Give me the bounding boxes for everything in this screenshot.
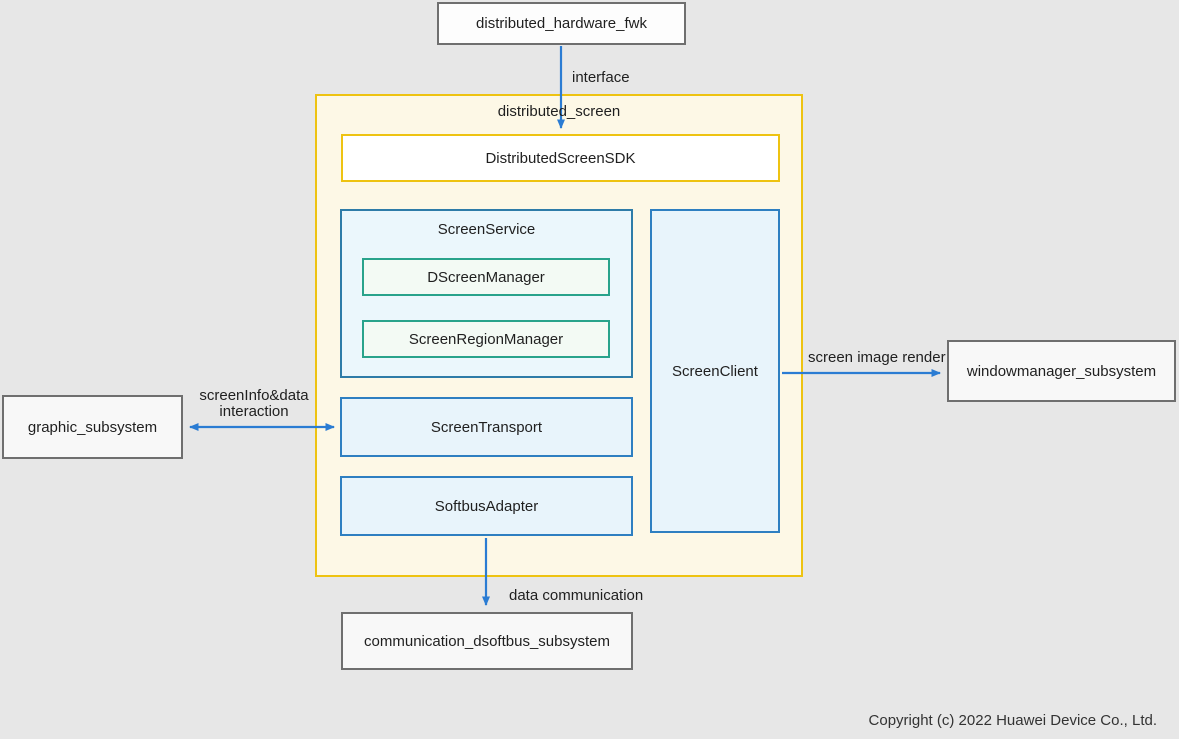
node-distributed-hardware-fwk: distributed_hardware_fwk [437,2,686,45]
node-screen-region-manager: ScreenRegionManager [362,320,610,358]
screeninfo-arrow-label: screenInfo&data interaction [188,388,320,420]
node-distributed-screen-sdk: DistributedScreenSDK [341,134,780,182]
container-distributed-screen-title: distributed_screen [497,103,621,120]
screen-service-title: ScreenService [437,221,536,238]
copyright-text: Copyright (c) 2022 Huawei Device Co., Lt… [868,712,1157,729]
node-communication-dsoftbus-subsystem: communication_dsoftbus_subsystem [341,612,633,670]
node-screen-transport: ScreenTransport [340,397,633,457]
node-graphic-subsystem: graphic_subsystem [2,395,183,459]
node-windowmanager-subsystem: windowmanager_subsystem [947,340,1176,402]
screeninfo-arrow-label-line2: interaction [219,403,289,420]
node-softbus-adapter: SoftbusAdapter [340,476,633,536]
node-screen-client: ScreenClient [650,209,780,533]
screen-image-render-arrow-label: screen image render [808,349,946,366]
interface-arrow-label: interface [572,69,630,86]
data-communication-arrow-label: data communication [509,587,644,604]
screeninfo-arrow-label-line1: screenInfo&data [199,387,309,404]
node-dscreen-manager: DScreenManager [362,258,610,296]
